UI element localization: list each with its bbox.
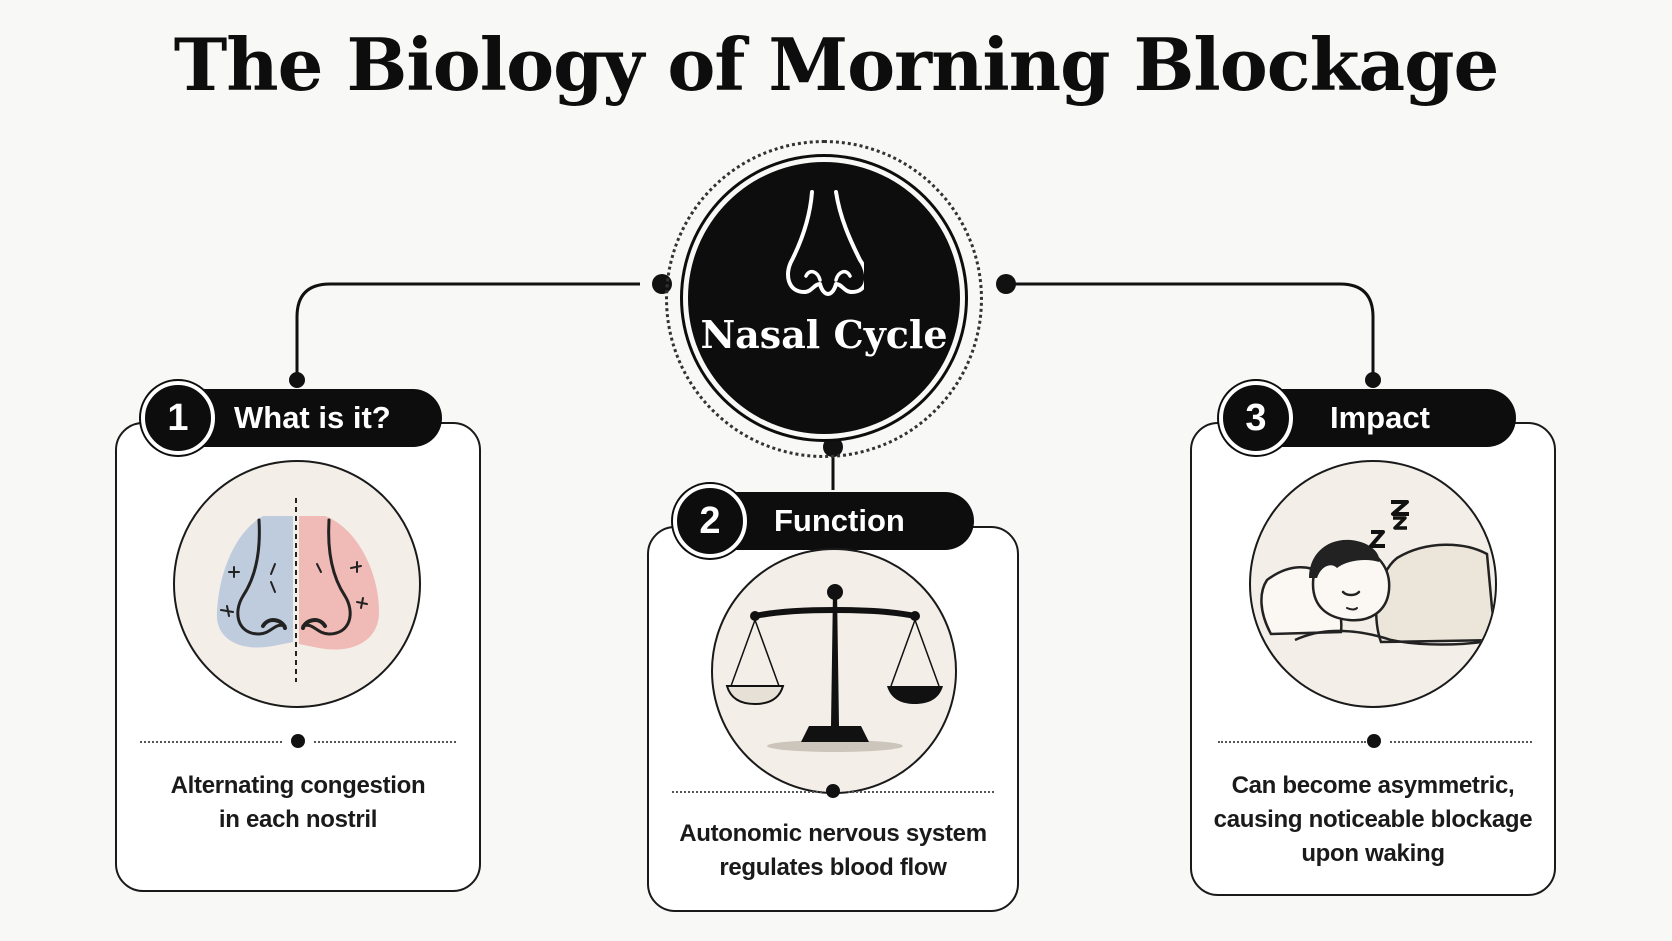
hub-circle bbox=[688, 162, 960, 434]
separator-dot bbox=[291, 734, 305, 748]
separator-dot bbox=[826, 784, 840, 798]
step-header-impact: Impact bbox=[1262, 389, 1516, 447]
description-line: Alternating congestion bbox=[170, 772, 426, 799]
separator-left bbox=[1218, 741, 1366, 743]
step-label: Impact bbox=[1330, 400, 1430, 435]
step-number-badge: 1 bbox=[141, 381, 215, 455]
connector-line-step-1 bbox=[295, 282, 640, 380]
illustration-what-is-it bbox=[173, 460, 421, 708]
description-line: regulates blood flow bbox=[719, 854, 947, 881]
nose-icon bbox=[786, 190, 864, 296]
step-number-badge: 3 bbox=[1219, 381, 1293, 455]
sleeping-person-icon bbox=[1260, 500, 1495, 646]
separator-right bbox=[848, 791, 994, 793]
illustration-function bbox=[711, 548, 957, 794]
step-label: Function bbox=[774, 503, 905, 538]
step-header-what-is-it: What is it? bbox=[188, 389, 442, 447]
separator-right bbox=[1390, 741, 1532, 743]
description-line: Autonomic nervous system bbox=[679, 820, 987, 847]
step-number-badge: 2 bbox=[673, 484, 747, 558]
step-description-what-is-it: Alternating congestion in each nostril bbox=[115, 769, 481, 837]
connector-node-step-1 bbox=[289, 372, 305, 388]
illustration-impact bbox=[1249, 460, 1497, 708]
balance-scale-icon bbox=[725, 584, 943, 752]
separator-dot bbox=[1367, 734, 1381, 748]
connector-node-right bbox=[996, 274, 1016, 294]
connector-node-step-3 bbox=[1365, 372, 1381, 388]
step-label: What is it? bbox=[234, 400, 391, 435]
connector-line-step-3 bbox=[1006, 282, 1375, 380]
step-description-impact: Can become asymmetric, causing noticeabl… bbox=[1190, 769, 1556, 871]
description-line: causing noticeable blockage bbox=[1213, 806, 1533, 833]
hub-label: Nasal Cycle bbox=[700, 312, 948, 357]
step-description-function: Autonomic nervous system regulates blood… bbox=[647, 817, 1019, 885]
page-title: The Biology of Morning Blockage bbox=[173, 22, 1500, 107]
description-line: upon waking bbox=[1301, 840, 1445, 867]
nostrils-congestion-icon bbox=[216, 498, 379, 682]
description-line: in each nostril bbox=[218, 806, 378, 833]
step-header-function: Function bbox=[718, 492, 974, 550]
separator-left bbox=[672, 791, 822, 793]
separator-left bbox=[140, 741, 282, 743]
separator-right bbox=[314, 741, 456, 743]
description-line: Can become asymmetric, bbox=[1231, 772, 1515, 799]
hub-dotted-ring bbox=[665, 140, 983, 458]
